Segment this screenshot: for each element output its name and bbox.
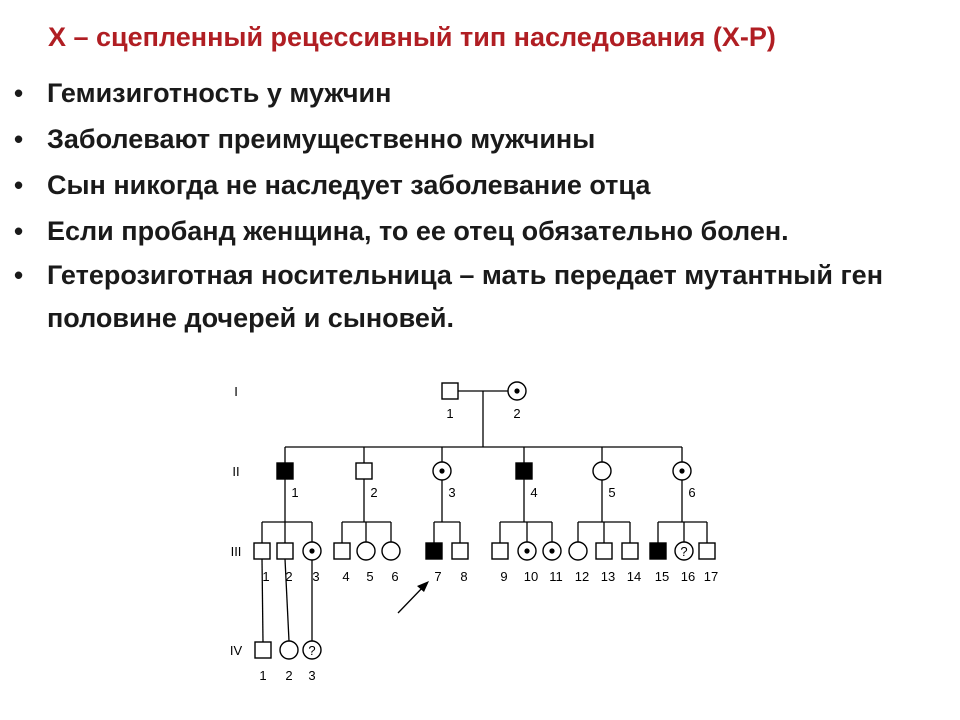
generation-label-II: II [232, 464, 239, 479]
carrier-dot [309, 548, 315, 554]
pedigree-III-7-male-symbol [425, 542, 443, 560]
individual-number-label: 17 [704, 569, 718, 584]
generation-label-III: III [231, 544, 242, 559]
pedigree-IV-2-female-symbol [279, 640, 299, 660]
individual-number-label: 4 [530, 485, 537, 500]
pedigree-III-6-female-symbol [381, 541, 401, 561]
individual-number-label: 1 [259, 668, 266, 683]
carrier-dot [679, 468, 685, 474]
individual-number-label: 13 [601, 569, 615, 584]
carrier-dot [549, 548, 555, 554]
pedigree-III-16-female-symbol [674, 541, 694, 561]
pedigree-III-9-male-symbol [491, 542, 509, 560]
carrier-dot [514, 388, 520, 394]
pedigree-III-12-female-symbol [568, 541, 588, 561]
pedigree-II-4-male-symbol [515, 462, 533, 480]
individual-number-label: 14 [627, 569, 641, 584]
bullet-list: Гемизиготность у мужчин Заболевают преим… [14, 70, 949, 340]
pedigree-II-5-female-symbol [592, 461, 612, 481]
bullet-item: Гемизиготность у мужчин [14, 70, 949, 116]
pedigree-II-2-male-symbol [355, 462, 373, 480]
pedigree-IV-3-female-symbol [302, 640, 322, 660]
individual-number-label: 6 [391, 569, 398, 584]
pedigree-III-8-male-symbol [451, 542, 469, 560]
individual-number-label: 7 [434, 569, 441, 584]
pedigree-III-2-male-symbol [276, 542, 294, 560]
slide-title: X – сцепленный рецессивный тип наследова… [48, 22, 776, 52]
individual-number-label: 15 [655, 569, 669, 584]
unknown-status-mark: ? [308, 643, 315, 658]
pedigree-III-15-male-symbol [649, 542, 667, 560]
pedigree-III-14-male-symbol [621, 542, 639, 560]
individual-number-label: 3 [448, 485, 455, 500]
individual-number-label: 1 [262, 569, 269, 584]
individual-number-label: 9 [500, 569, 507, 584]
individual-number-label: 8 [460, 569, 467, 584]
proband-arrow-head [417, 581, 429, 592]
individual-number-label: 2 [370, 485, 377, 500]
pedigree-I-1-male-symbol [441, 382, 459, 400]
individual-number-label: 5 [366, 569, 373, 584]
pedigree-III-1-male-symbol [253, 542, 271, 560]
individual-number-label: 6 [688, 485, 695, 500]
pedigree-III-13-male-symbol [595, 542, 613, 560]
pedigree-II-1-male-symbol [276, 462, 294, 480]
generation-label-I: I [234, 384, 238, 399]
individual-number-label: 2 [285, 569, 292, 584]
individual-number-label: 2 [285, 668, 292, 683]
carrier-dot [524, 548, 530, 554]
pedigree-III-4-male-symbol [333, 542, 351, 560]
individual-number-label: 12 [575, 569, 589, 584]
bullet-item: Сын никогда не наследует заболевание отц… [14, 162, 949, 208]
unknown-status-mark: ? [680, 544, 687, 559]
individual-number-label: 11 [549, 569, 563, 584]
carrier-dot [439, 468, 445, 474]
individual-number-label: 16 [681, 569, 695, 584]
descent-line [261, 558, 264, 643]
bullet-item: Заболевают преимущественно мужчины [14, 116, 949, 162]
individual-number-label: 3 [308, 668, 315, 683]
bullet-item: Гетерозиготная носительница – мать перед… [14, 254, 949, 340]
generation-label-IV: IV [230, 643, 243, 658]
pedigree-III-5-female-symbol [356, 541, 376, 561]
bullet-item: Если пробанд женщина, то ее отец обязате… [14, 208, 949, 254]
individual-number-label: 4 [342, 569, 349, 584]
descent-line [284, 558, 290, 642]
individual-number-label: 5 [608, 485, 615, 500]
individual-number-label: 1 [291, 485, 298, 500]
proband-arrow-line [397, 584, 426, 614]
individual-number-label: 3 [312, 569, 319, 584]
individual-number-label: 10 [524, 569, 538, 584]
individual-number-label: 2 [513, 406, 520, 421]
pedigree-III-17-male-symbol [698, 542, 716, 560]
individual-number-label: 1 [446, 406, 453, 421]
pedigree-IV-1-male-symbol [254, 641, 272, 659]
